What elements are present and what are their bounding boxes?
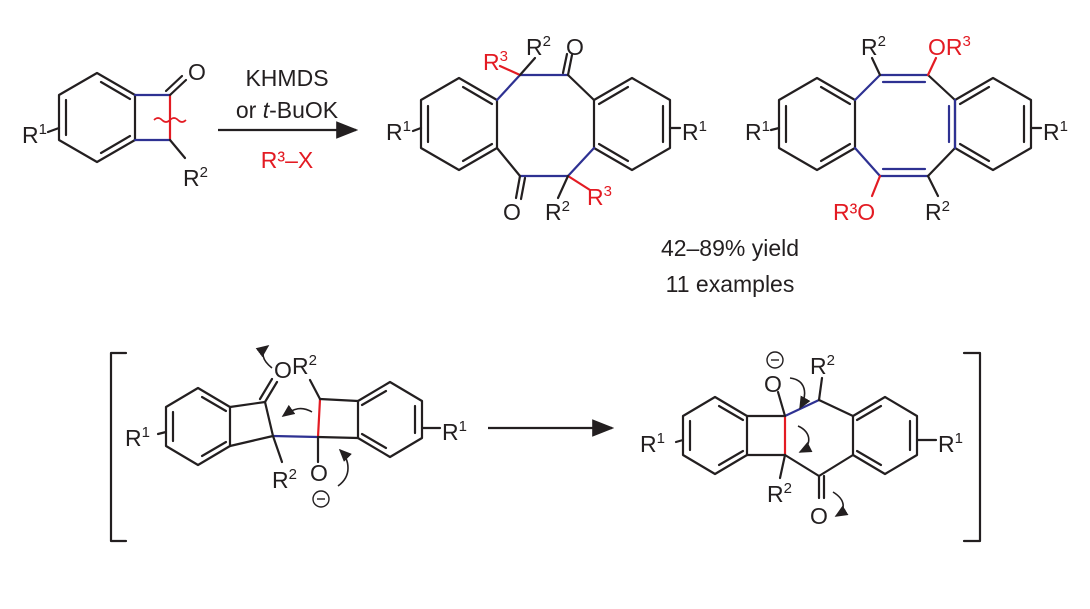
product-diketone: R3 R2 O O R2 R3 R1 R1: [386, 33, 707, 225]
atom-label-R2: R2: [861, 33, 886, 60]
circled-minus-icon: [766, 351, 784, 369]
atom-label-R2: R2: [292, 352, 317, 379]
circled-minus-icon: [312, 490, 330, 508]
atom-label-R1: R1: [125, 424, 150, 451]
atom-label-O: O: [310, 460, 328, 486]
left-bracket: [109, 351, 128, 543]
atom-label-R2: R2: [545, 198, 570, 225]
atom-label-R1: R1: [386, 118, 411, 145]
atom-label-R2: R2: [767, 480, 792, 507]
atom-label-R1: R1: [745, 118, 770, 145]
atom-label-R2: R2: [925, 198, 950, 225]
atom-label-R1: R1: [1043, 118, 1068, 145]
reagent-khmds: KHMDS: [245, 65, 328, 91]
atom-label-R1: R1: [640, 430, 665, 457]
starting-material: O R1 R2: [22, 59, 208, 191]
atom-label-R1: R1: [442, 418, 467, 445]
atom-label-R3: R3: [483, 48, 508, 75]
atom-label-R3O: R³O: [833, 199, 875, 225]
intermediate-2: O R2 R1 R1 R2 O: [640, 351, 963, 529]
atom-label-O: O: [810, 503, 828, 529]
atom-label-R2: R2: [183, 164, 208, 191]
atom-label-R3: R3: [587, 183, 612, 210]
atom-label-R2: R2: [810, 352, 835, 379]
reaction-arrow-top: KHMDS or t-BuOK R³–X: [218, 65, 359, 173]
atom-label-O: O: [764, 371, 782, 397]
atom-label-R2: R2: [272, 466, 297, 493]
reagent-tbuok: or t-BuOK: [236, 97, 339, 123]
yield-text: 42–89% yield: [661, 235, 799, 261]
atom-label-O: O: [566, 34, 584, 60]
atom-label-OR3: OR3: [928, 33, 971, 60]
atom-label-O: O: [274, 357, 292, 383]
atom-label-R1: R1: [682, 118, 707, 145]
atom-label-O: O: [503, 199, 521, 225]
atom-label-O: O: [188, 59, 206, 85]
intermediate-1: O R2 R1 R2 O R1: [125, 345, 467, 508]
reagent-r3x: R³–X: [261, 147, 313, 173]
examples-text: 11 examples: [666, 271, 795, 297]
product-cyclooctatetraene: R2 OR3 R1 R1 R³O R2: [745, 33, 1068, 225]
atom-label-R1: R1: [938, 430, 963, 457]
right-bracket: [962, 351, 982, 543]
atom-label-R1: R1: [22, 121, 47, 148]
atom-label-R2: R2: [526, 33, 551, 60]
